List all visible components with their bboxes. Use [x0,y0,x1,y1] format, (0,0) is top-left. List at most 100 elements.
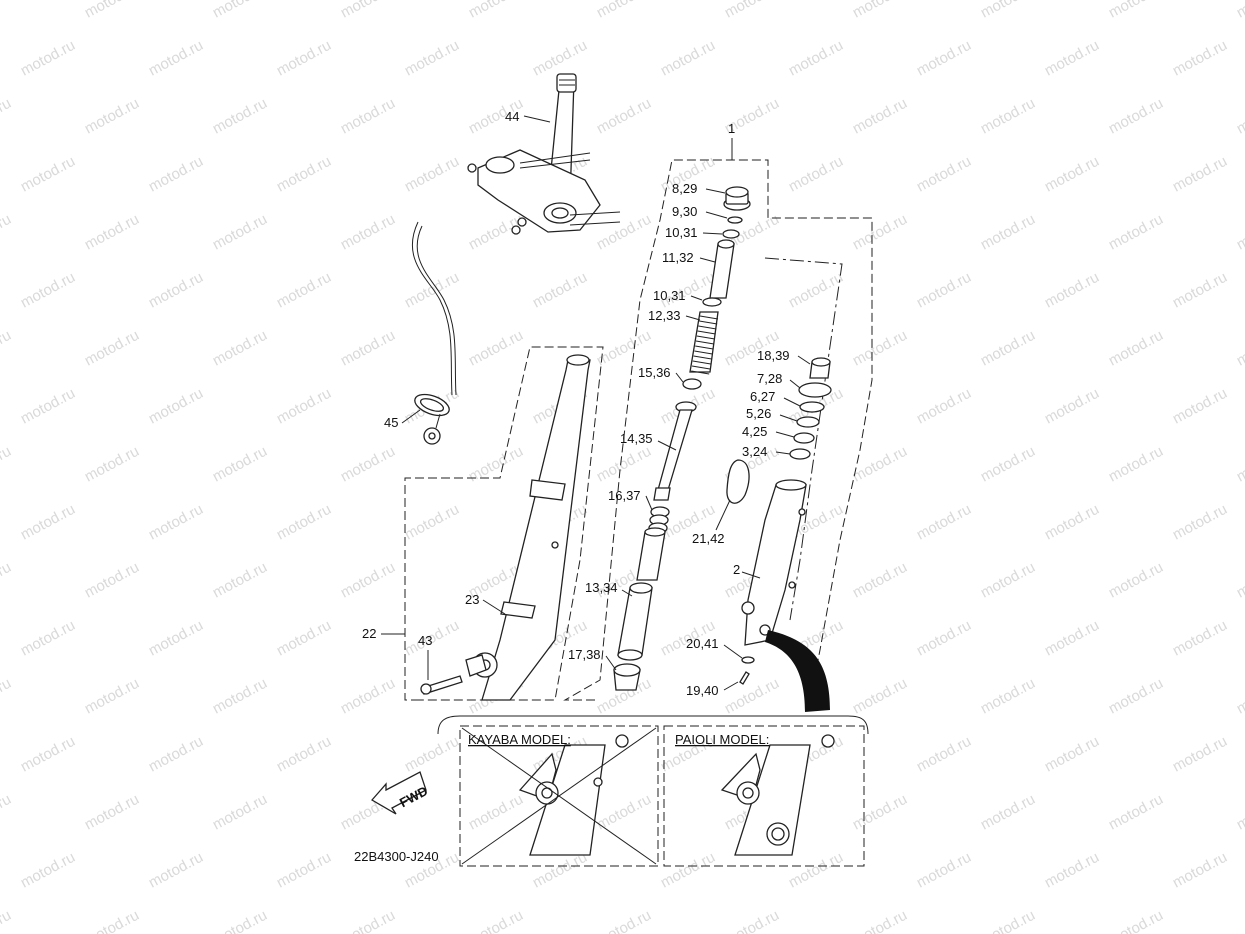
watermark-text: motod.ru [1042,733,1102,776]
watermark-text: motod.ru [1106,791,1166,834]
watermark-text: motod.ru [978,675,1038,718]
watermark-text: motod.ru [146,849,206,892]
watermark-text: motod.ru [18,153,78,196]
detail-wedge [765,630,830,712]
watermark-text: motod.ru [210,675,270,718]
watermark-text: motod.ru [786,269,846,312]
cable-holder-part-45 [412,221,457,445]
callout-19-40: 19,40 [686,683,719,698]
callout-4-25: 4,25 [742,424,767,439]
slide-metal-part-3 [789,448,811,460]
kayaba-fork-bottom [461,727,657,865]
watermark-text: motod.ru [914,385,974,428]
watermark-text: motod.ru [274,153,334,196]
dust-seal-part-18 [809,357,831,379]
watermark-text: motod.ru [18,501,78,544]
watermark-text: motod.ru [850,791,910,834]
watermark-text: motod.ru [1234,791,1245,834]
callout-20-41: 20,41 [686,636,719,651]
callout-23: 23 [465,592,479,607]
watermark-text: motod.ru [1042,37,1102,80]
watermark-text: motod.ru [274,617,334,660]
watermark-text: motod.ru [82,791,142,834]
watermark-text: motod.ru [1170,501,1230,544]
watermark-text: motod.ru [786,37,846,80]
watermark-text: motod.ru [0,95,14,138]
watermark-text: motod.ru [0,791,14,834]
steering-stem-part-44 [467,73,621,235]
axle-bolt-part-43 [420,675,463,695]
watermark-text: motod.ru [82,0,142,22]
watermark-text: motod.ru [978,0,1038,22]
watermark-text: motod.ru [1042,153,1102,196]
watermark-text: motod.ru [466,0,526,22]
callout-44: 44 [505,109,519,124]
watermark-text: motod.ru [530,269,590,312]
watermark-text: motod.ru [1234,327,1245,370]
watermark-text: motod.ru [850,0,910,22]
callout-21-42: 21,42 [692,531,725,546]
callout-8-29: 8,29 [672,181,697,196]
callout-17-38: 17,38 [568,647,601,662]
watermark-text: motod.ru [146,37,206,80]
callout-6-27: 6,27 [750,389,775,404]
watermark-text: motod.ru [402,153,462,196]
watermark-text: motod.ru [146,501,206,544]
watermark-text: motod.ru [594,211,654,254]
watermark-text: motod.ru [0,907,14,934]
watermark-text: motod.ru [1170,269,1230,312]
watermark-text: motod.ru [850,675,910,718]
watermark-text: motod.ru [402,269,462,312]
watermark-text: motod.ru [146,617,206,660]
spacer-part-11 [709,239,735,299]
watermark-text: motod.ru [978,443,1038,486]
washer-part-10-upper [722,229,740,239]
fork-spring-part-12 [689,311,719,375]
o-ring-part-9 [727,216,743,224]
watermark-text: motod.ru [1042,269,1102,312]
watermark-text: motod.ru [274,269,334,312]
watermark-text: motod.ru [82,907,142,934]
watermark-text: motod.ru [1042,385,1102,428]
watermark-text: motod.ru [0,327,14,370]
watermark-text: motod.ru [1234,907,1245,934]
kayaba-model-label: KAYABA MODEL: [468,732,571,747]
watermark-text: motod.ru [338,327,398,370]
bolt-part-19 [739,671,750,685]
callout-10-31-upper: 10,31 [665,225,698,240]
watermark-text: motod.ru [82,95,142,138]
callout-2: 2 [733,562,740,577]
stopper-ring-part-7 [798,382,832,398]
watermark-text: motod.ru [914,733,974,776]
inset-box-paioli [663,725,865,867]
spacer-part-15 [682,378,702,390]
inset-box-kayaba [459,725,659,867]
watermark-text: motod.ru [146,385,206,428]
callout-labels: 44 1 8,29 9,30 10,31 11,32 10,31 12,33 1… [362,109,811,698]
watermark-text: motod.ru [1106,211,1166,254]
watermark-text: motod.ru [466,791,526,834]
watermark-text: motod.ru [722,907,782,934]
callout-9-30: 9,30 [672,204,697,219]
callout-12-33: 12,33 [648,308,681,323]
inset-bracket [437,715,869,735]
watermark-text: motod.ru [1234,675,1245,718]
watermark-text: motod.ru [338,675,398,718]
watermark-text: motod.ru [914,269,974,312]
watermark-text: motod.ru [146,269,206,312]
watermark-text: motod.ru [210,0,270,22]
watermark-text: motod.ru [402,501,462,544]
washer-part-20 [741,656,755,664]
callout-18-39: 18,39 [757,348,790,363]
watermark-text: motod.ru [274,501,334,544]
watermark-text: motod.ru [914,849,974,892]
callout-45: 45 [384,415,398,430]
watermark-text: motod.ru [1234,0,1245,22]
callout-1: 1 [728,121,735,136]
watermark-text: motod.ru [1042,849,1102,892]
watermark-text: motod.ru [82,327,142,370]
watermark-text: motod.ru [82,559,142,602]
watermark-text: motod.ru [786,153,846,196]
